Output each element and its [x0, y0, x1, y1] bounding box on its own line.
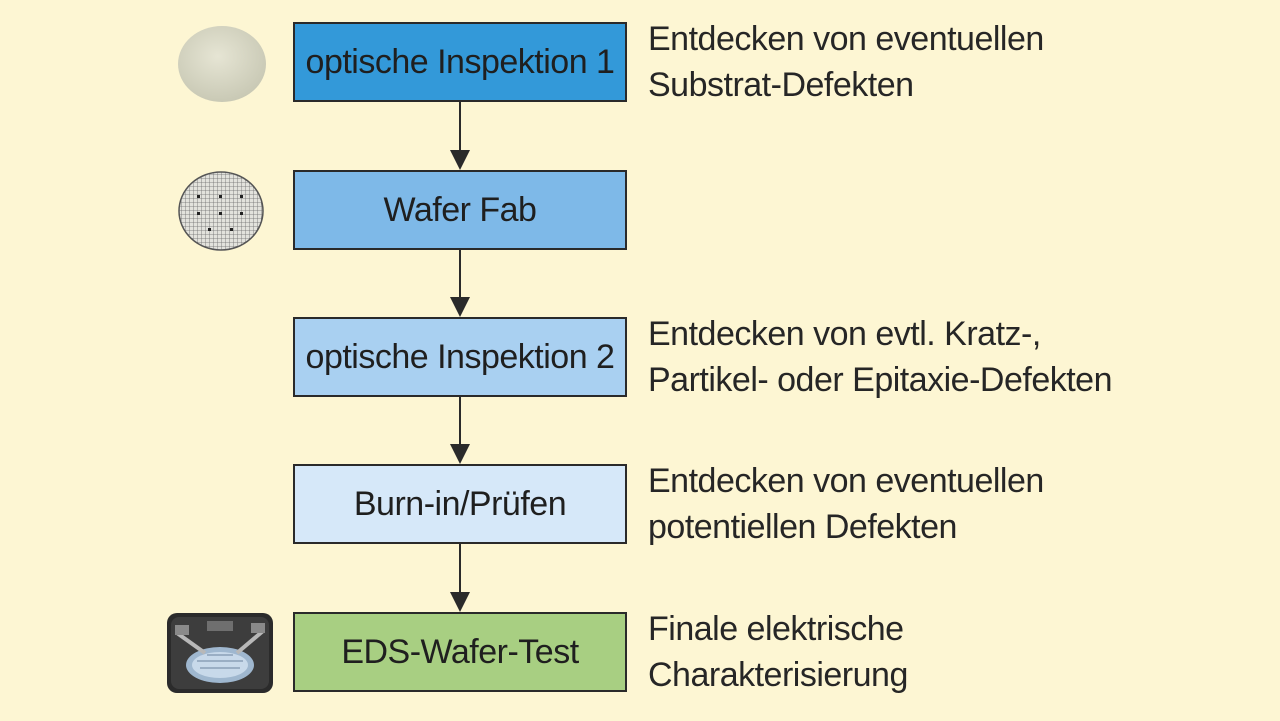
note-line: Entdecken von eventuellen [648, 462, 1044, 500]
patterned-wafer-icon [178, 171, 264, 251]
note-line: potentiellen Defekten [648, 508, 957, 546]
arrow-down-icon [450, 544, 470, 612]
arrow-down-icon [450, 397, 470, 464]
stage-label: optische Inspektion 2 [305, 337, 615, 376]
note-line: Entdecken von evtl. Kratz-, [648, 315, 1041, 353]
stage-label: EDS-Wafer-Test [341, 632, 579, 671]
stage-eds-wafer-test: EDS-Wafer-Test [293, 612, 627, 692]
stage-label: Wafer Fab [383, 190, 537, 229]
note-line: Entdecken von eventuellen [648, 20, 1044, 58]
stage-optische-inspektion-2: optische Inspektion 2 [293, 317, 627, 397]
stage-wafer-fab: Wafer Fab [293, 170, 627, 250]
note-line: Charakterisierung [648, 656, 908, 694]
note-line: Substrat-Defekten [648, 66, 914, 104]
note-electrical-characterization: Finale elektrische Charakterisierung [648, 606, 1268, 698]
stage-optische-inspektion-1: optische Inspektion 1 [293, 22, 627, 102]
note-line: Partikel- oder Epitaxie-Defekten [648, 361, 1113, 399]
note-scratch-particle-defects: Entdecken von evtl. Kratz-, Partikel- od… [648, 311, 1268, 403]
substrate-disc-icon [178, 26, 266, 102]
arrow-down-icon [450, 102, 470, 170]
stage-burn-in-pruefen: Burn-in/Prüfen [293, 464, 627, 544]
stage-label: Burn-in/Prüfen [353, 484, 567, 523]
note-potential-defects: Entdecken von eventuellen potentiellen D… [648, 458, 1268, 550]
note-line: Finale elektrische [648, 610, 904, 648]
stage-label: optische Inspektion 1 [305, 42, 615, 81]
note-substrate-defects: Entdecken von eventuellen Substrat-Defek… [648, 16, 1268, 108]
arrow-down-icon [450, 250, 470, 317]
wafer-prober-photo-icon [167, 613, 273, 693]
